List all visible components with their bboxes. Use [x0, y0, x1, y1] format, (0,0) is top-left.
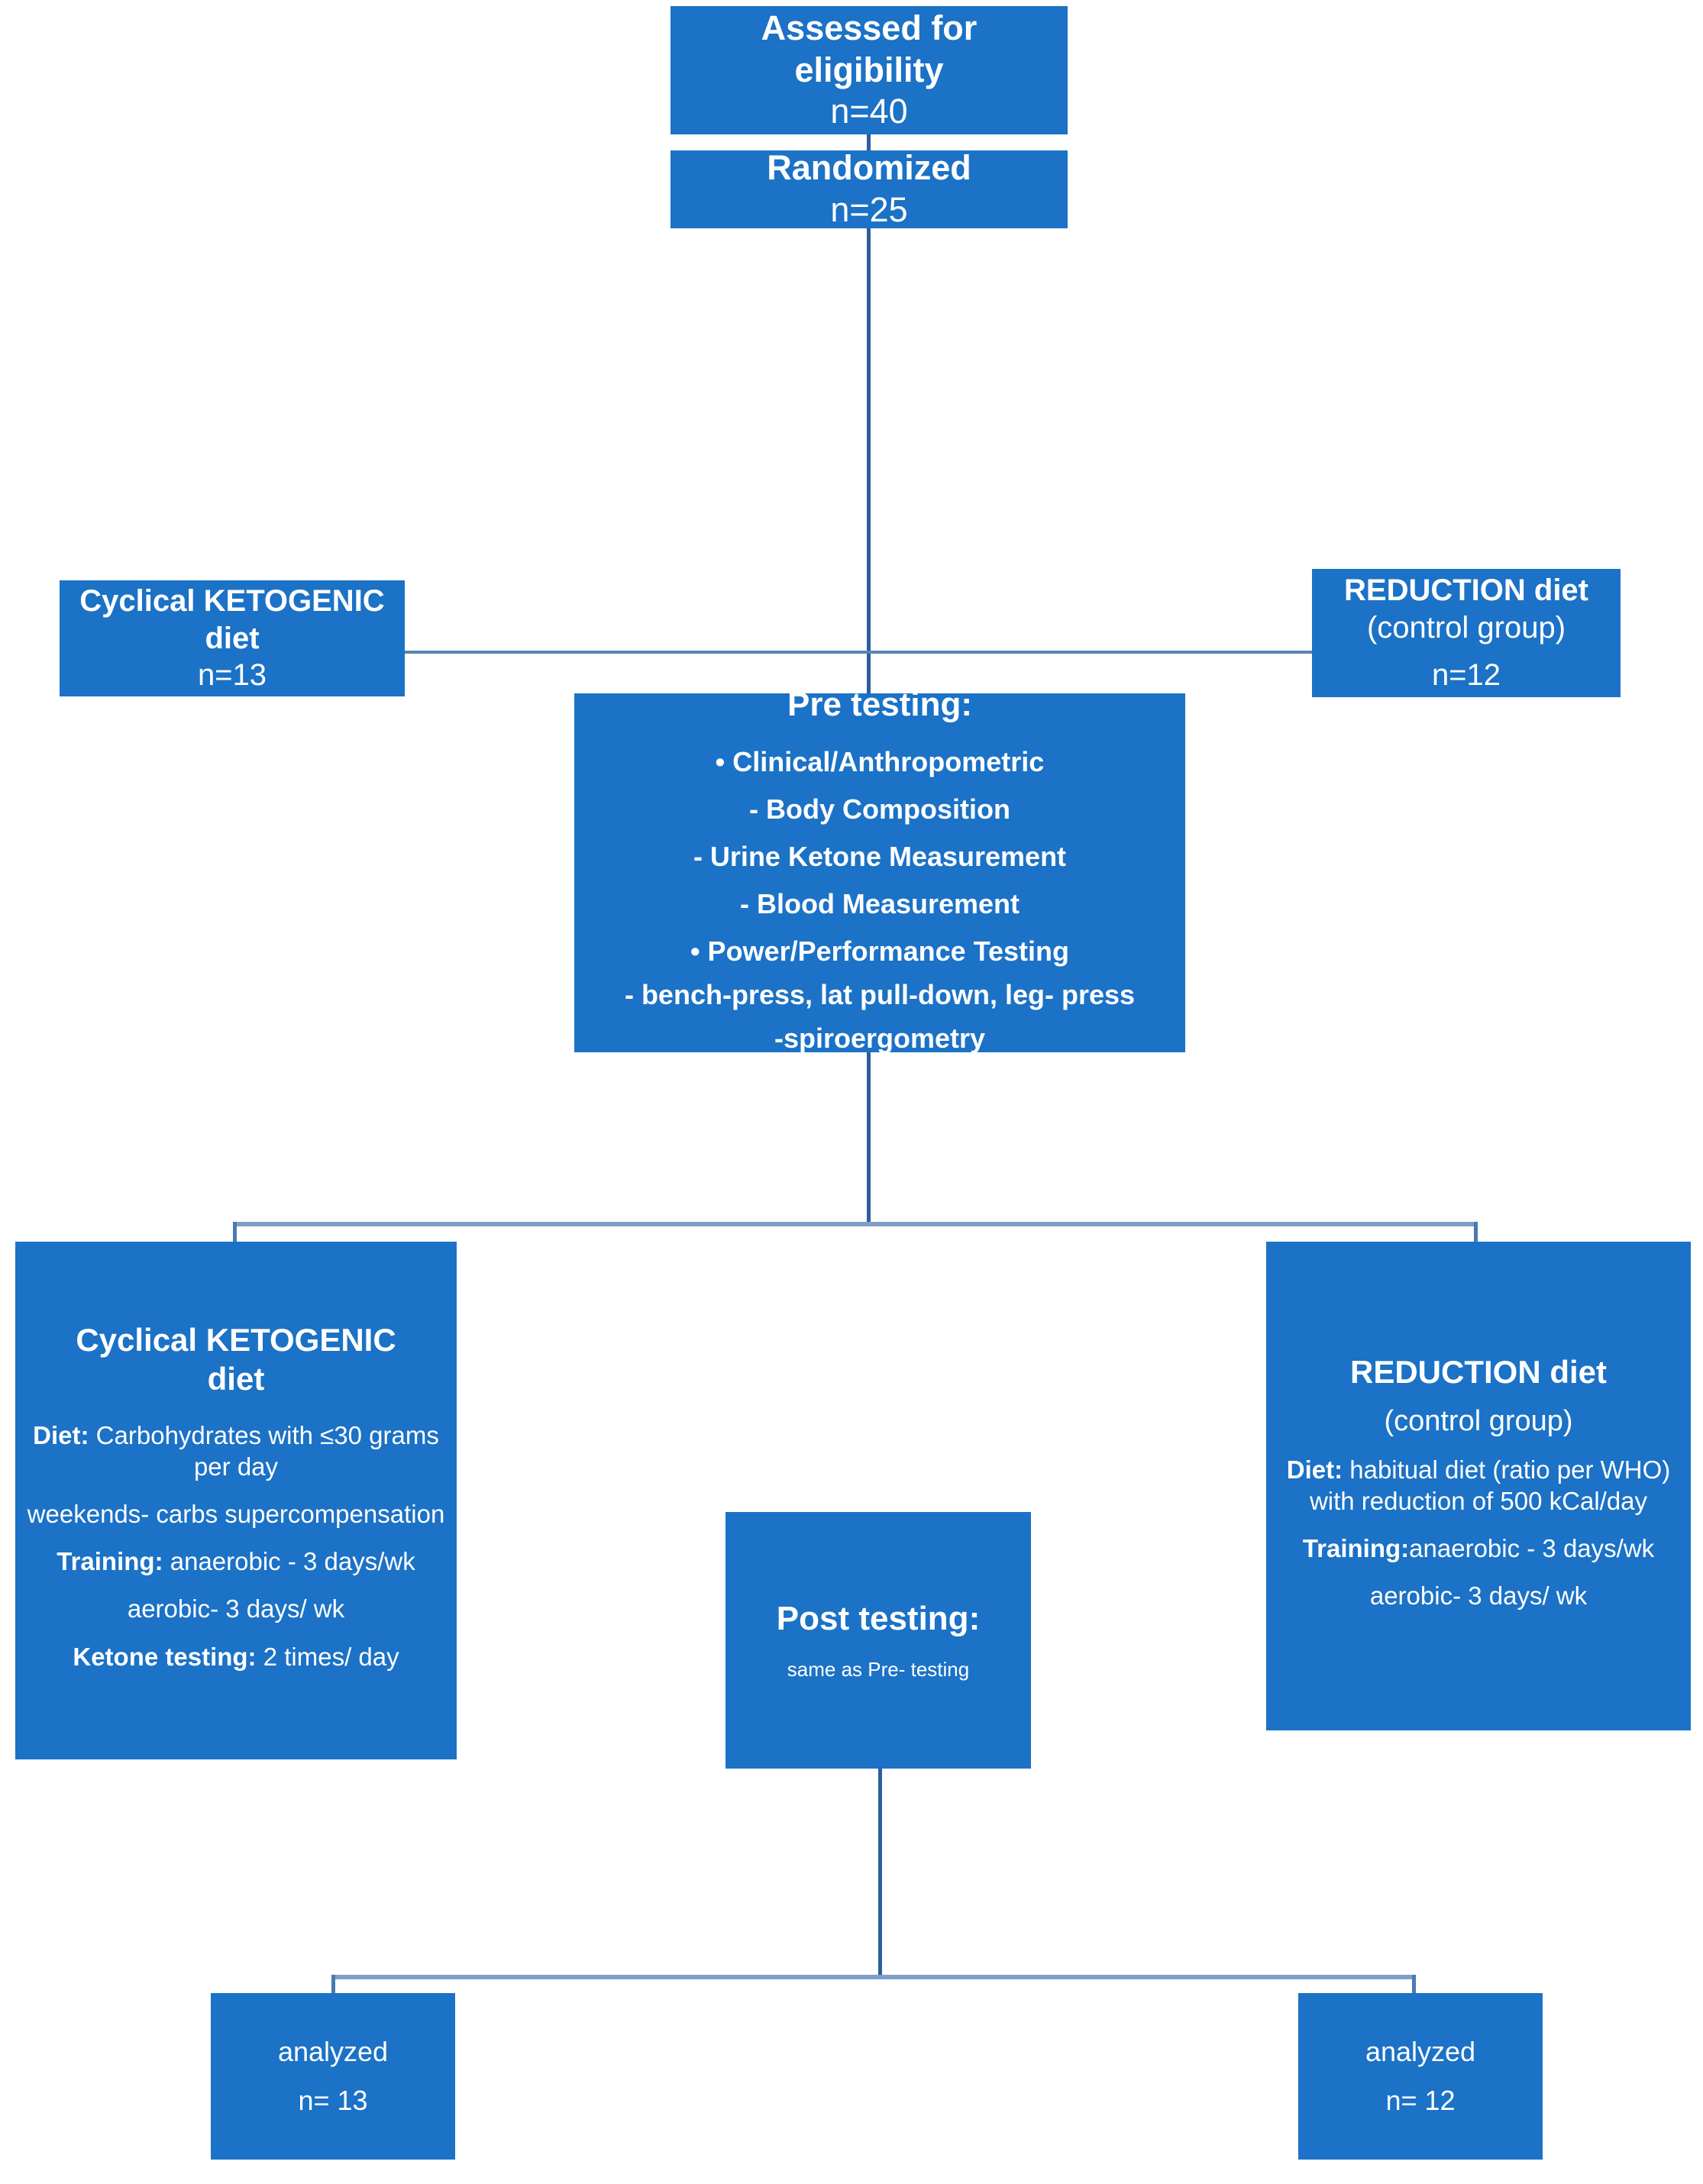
- node-analyzed-reduction: analyzed n= 12: [1298, 1993, 1543, 2160]
- reduction-main-title: REDUCTION diet: [1350, 1353, 1607, 1390]
- keto-main-title-1: Cyclical KETOGENIC: [76, 1322, 396, 1359]
- pre-testing-item-1: - Body Composition: [749, 793, 1010, 825]
- keto-top-line-1: Cyclical KETOGENIC: [79, 583, 385, 618]
- node-ketogenic-diet-allocation: Cyclical KETOGENIC diet n=13: [60, 580, 405, 696]
- node-randomized: Randomized n=25: [671, 148, 1068, 229]
- reduction-main-subtitle: (control group): [1384, 1404, 1573, 1437]
- connector-pre-testing-down: [867, 1052, 871, 1225]
- connector-post-testing-down: [878, 1769, 882, 1976]
- connector-intervention-bracket-left-drop: [233, 1222, 237, 1245]
- analyzed-left-count: n= 13: [298, 2084, 368, 2116]
- reduction-main-diet-label: Diet:: [1286, 1455, 1343, 1485]
- connector-analysis-bracket-left-drop: [331, 1975, 335, 1996]
- assessed-count: n=40: [830, 92, 908, 131]
- connector-intervention-bracket: [233, 1222, 1478, 1226]
- reduction-main-aerobic: aerobic- 3 days/ wk: [1369, 1581, 1588, 1611]
- keto-main-diet: Diet: Carbohydrates with ≤30 grams per d…: [20, 1420, 452, 1482]
- keto-main-diet-label: Diet:: [33, 1421, 89, 1450]
- randomized-count: n=25: [830, 190, 908, 229]
- reduction-top-count: n=12: [1431, 658, 1501, 693]
- reduction-main-training: Training:anaerobic - 3 days/wk: [1271, 1533, 1686, 1564]
- assessed-line-2: eligibility: [794, 50, 944, 89]
- reduction-main-training-text: anaerobic - 3 days/wk: [1409, 1533, 1655, 1562]
- node-analyzed-ketogenic: analyzed n= 13: [211, 1993, 455, 2160]
- randomized-line-1: Randomized: [767, 148, 971, 188]
- keto-top-count: n=13: [197, 658, 267, 693]
- pre-testing-item-0: • Clinical/Anthropometric: [715, 746, 1045, 778]
- pre-testing-item-4: • Power/Performance Testing: [690, 935, 1070, 967]
- post-testing-title: Post testing:: [776, 1600, 981, 1638]
- keto-main-weekends: weekends- carbs supercompensation: [27, 1499, 445, 1528]
- node-pre-testing: Pre testing: • Clinical/Anthropometric -…: [574, 686, 1185, 1054]
- node-reduction-diet-allocation: REDUCTION diet (control group) n=12: [1312, 569, 1621, 697]
- node-assessed-for-eligibility: Assessed for eligibility n=40: [671, 6, 1068, 134]
- pre-testing-title: Pre testing:: [787, 685, 973, 723]
- reduction-top-line-1: REDUCTION diet: [1344, 573, 1588, 607]
- reduction-top-line-2: (control group): [1366, 610, 1566, 645]
- pre-testing-item-5: - bench-press, lat pull-down, leg- press: [624, 978, 1136, 1010]
- keto-main-ketone: Ketone testing: 2 times/ day: [20, 1642, 452, 1672]
- keto-main-ketone-label: Ketone testing:: [73, 1642, 257, 1671]
- reduction-main-diet-text: habitual diet (ratio per WHO) with reduc…: [1309, 1455, 1671, 1515]
- keto-top-line-2: diet: [205, 621, 260, 655]
- connector-intervention-bracket-right-drop: [1474, 1222, 1478, 1245]
- keto-main-aerobic: aerobic- 3 days/ wk: [127, 1594, 345, 1623]
- keto-main-diet-text: Carbohydrates with ≤30 grams per day: [89, 1421, 439, 1481]
- connector-randomized-to-pre-testing: [867, 228, 871, 696]
- connector-analysis-bracket-right-drop: [1412, 1975, 1416, 1996]
- pre-testing-item-3: - Blood Measurement: [739, 887, 1020, 919]
- connector-analysis-bracket: [331, 1975, 1416, 1979]
- connector-assessed-to-randomized: [867, 134, 871, 153]
- analyzed-right-label: analyzed: [1365, 2036, 1476, 2068]
- keto-main-ketone-text: 2 times/ day: [256, 1642, 399, 1671]
- analyzed-right-count: n= 12: [1385, 2084, 1456, 2116]
- pre-testing-item-6: -spiroergometry: [774, 1022, 986, 1054]
- node-post-testing: Post testing: same as Pre- testing: [725, 1512, 1031, 1769]
- post-testing-subtitle: same as Pre- testing: [787, 1658, 970, 1682]
- reduction-main-diet: Diet: habitual diet (ratio per WHO) with…: [1271, 1455, 1686, 1517]
- node-ketogenic-diet-intervention: Cyclical KETOGENIC diet Diet: Carbohydra…: [15, 1242, 457, 1759]
- keto-main-training-label: Training:: [57, 1547, 163, 1576]
- keto-main-training: Training: anaerobic - 3 days/wk: [20, 1546, 452, 1577]
- pre-testing-item-2: - Urine Ketone Measurement: [693, 840, 1067, 872]
- node-reduction-diet-intervention: REDUCTION diet (control group) Diet: hab…: [1266, 1242, 1691, 1730]
- assessed-line-1: Assessed for: [761, 8, 978, 47]
- connector-allocation-split-line: [405, 651, 1314, 654]
- analyzed-left-label: analyzed: [277, 2036, 389, 2068]
- keto-main-title-2: diet: [207, 1361, 265, 1397]
- reduction-main-training-label: Training:: [1302, 1533, 1410, 1562]
- keto-main-training-text: anaerobic - 3 days/wk: [163, 1547, 415, 1576]
